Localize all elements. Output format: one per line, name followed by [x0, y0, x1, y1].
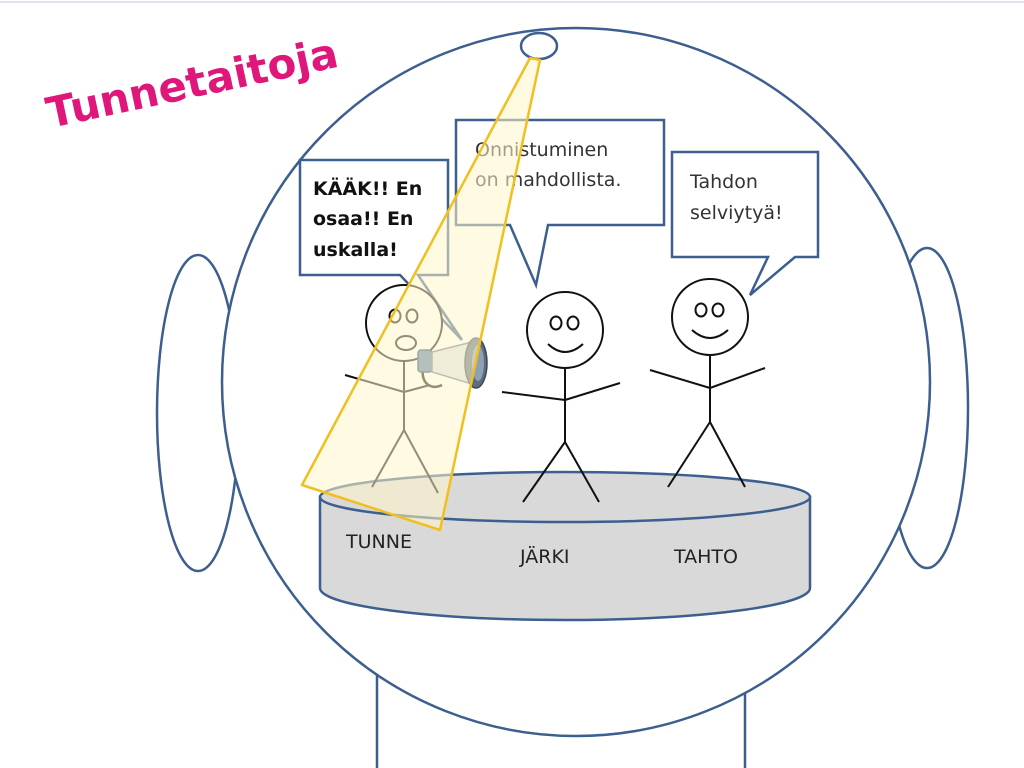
bubble-tahto-line-2: selviytyä! — [690, 202, 783, 224]
stick-figure-tahto — [649, 278, 766, 488]
stage-platform — [318, 470, 812, 622]
bubble-tunne-line-1: KÄÄK!! En — [313, 176, 422, 200]
bubble-tunne-line-3: uskalla! — [313, 239, 398, 261]
speech-bubble-tahto: Tahdon selviytyä! — [670, 150, 820, 296]
bubble-tunne-line-2: osaa!! En — [313, 208, 413, 230]
bubble-tahto-line-1: Tahdon — [689, 171, 758, 193]
spotlight-beam — [300, 56, 542, 532]
stage-label-jarki: JÄRKI — [519, 545, 570, 568]
page-title: Tunnetaitoja — [42, 28, 342, 138]
stage-label-tunne: TUNNE — [345, 531, 412, 553]
lamp — [519, 31, 559, 61]
stage-label-tahto: TAHTO — [673, 546, 738, 568]
stick-figure-jarki — [501, 291, 621, 503]
